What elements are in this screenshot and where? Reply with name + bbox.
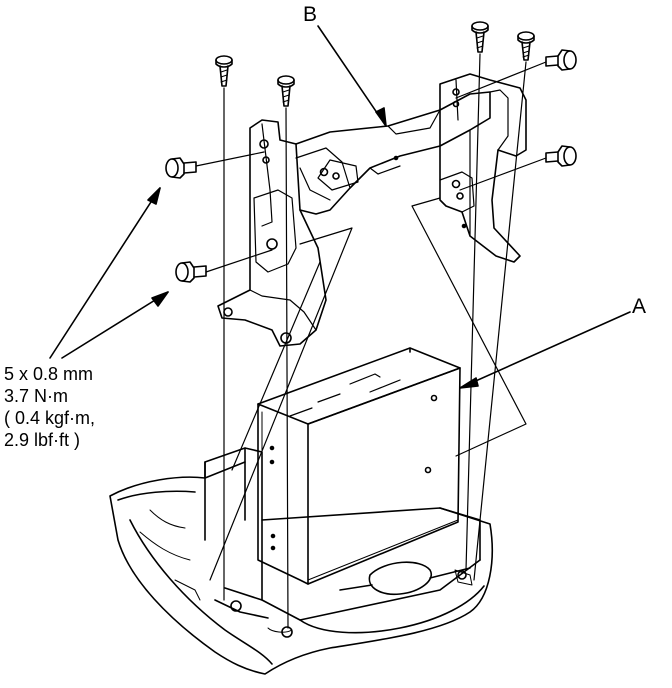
assembly-guide-lines [195,53,547,629]
torque-nm-text: 3.7 N·m [4,386,69,406]
flange-bolt-icon [545,145,577,167]
callout-label-a: A [632,295,647,318]
flange-bolts [165,49,577,283]
unit-a-leader [459,311,631,389]
flange-bolt-icon [175,261,207,283]
flange-bolt-icon [545,49,577,71]
callout-arrows [49,25,631,389]
screw-icon [517,31,535,61]
mounting-screws [215,21,535,107]
torque-kgf-text: ( 0.4 kgf·m, [4,408,96,428]
screw-icon [215,55,233,87]
torque-leader-lower [61,291,169,359]
bracket-b-leader [317,25,387,127]
screw-icon [471,21,489,53]
mounting-bracket-b [217,73,527,347]
flange-bolt-icon [165,157,197,179]
torque-leader-upper [49,187,161,359]
screw-icon [277,75,295,107]
torque-lbf-text: 2.9 lbf·ft ) [4,430,81,450]
callout-label-b: B [303,3,318,26]
bolt-size-text: 5 x 0.8 mm [4,364,94,384]
lower-tray [109,447,493,675]
control-unit-a [257,347,461,585]
